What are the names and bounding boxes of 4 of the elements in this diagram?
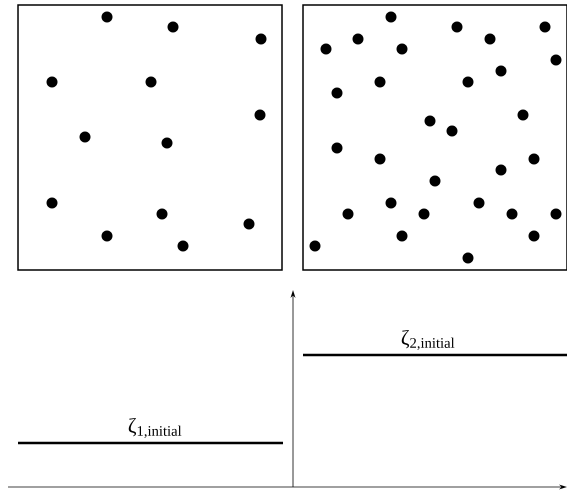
particle-box <box>17 4 283 271</box>
particle-box <box>302 4 567 271</box>
level-label: ζ$_{1,initial}$ <box>128 418 182 438</box>
level-label: ζ$_{2,initial}$ <box>402 330 454 350</box>
